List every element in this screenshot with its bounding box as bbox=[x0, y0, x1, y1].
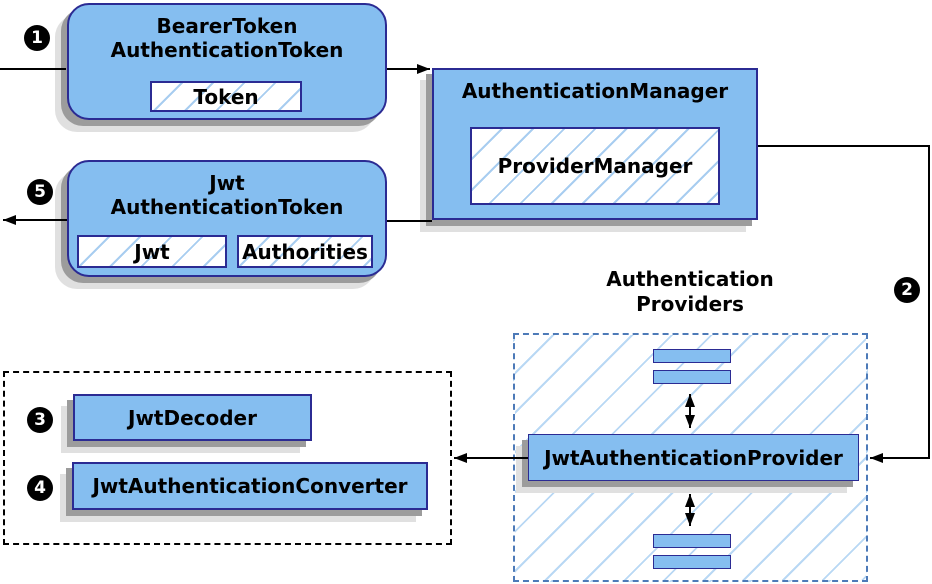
jwt-token-title-line1: Jwt bbox=[209, 171, 245, 195]
step-3-badge: 3 bbox=[27, 407, 53, 433]
authentication-providers-label: Authentication Providers bbox=[555, 267, 825, 317]
authentication-providers-label-line1: Authentication bbox=[606, 267, 774, 291]
provider-placeholder-bar-2 bbox=[653, 370, 731, 384]
provider-manager-field: ProviderManager bbox=[470, 127, 720, 205]
jwt-authentication-provider-node: JwtAuthenticationProvider bbox=[528, 434, 859, 481]
step-5-badge: 5 bbox=[27, 179, 53, 205]
provider-placeholder-bar-4 bbox=[653, 555, 731, 569]
provider-placeholder-bar-1 bbox=[653, 349, 731, 363]
authorities-field: Authorities bbox=[237, 235, 373, 268]
authentication-providers-label-line2: Providers bbox=[636, 292, 744, 316]
authentication-manager-node: AuthenticationManager ProviderManager bbox=[432, 68, 758, 220]
provider-placeholder-bar-3 bbox=[653, 534, 731, 548]
token-field: Token bbox=[150, 81, 302, 112]
jwt-decoder-node: JwtDecoder bbox=[73, 394, 312, 441]
jwt-token-node-title: Jwt AuthenticationToken bbox=[69, 162, 385, 219]
bearer-token-node-title: BearerToken AuthenticationToken bbox=[69, 5, 385, 62]
decoder-converter-container bbox=[3, 371, 452, 545]
arrow-manager-to-provider bbox=[758, 145, 930, 463]
step-4-badge: 4 bbox=[27, 475, 53, 501]
step-2-badge: 2 bbox=[894, 277, 920, 303]
jwt-field: Jwt bbox=[77, 235, 227, 268]
bearer-token-title-line2: AuthenticationToken bbox=[110, 38, 344, 62]
jwt-authentication-converter-node: JwtAuthenticationConverter bbox=[72, 462, 428, 510]
jwt-token-title-line2: AuthenticationToken bbox=[110, 195, 344, 219]
bearer-token-title-line1: BearerToken bbox=[156, 14, 298, 38]
authentication-manager-title: AuthenticationManager bbox=[461, 79, 729, 103]
bearer-token-authentication-token-node: BearerToken AuthenticationToken Token bbox=[67, 3, 387, 120]
step-1-badge: 1 bbox=[24, 25, 50, 51]
jwt-authentication-token-node: Jwt AuthenticationToken Jwt Authorities bbox=[67, 160, 387, 277]
